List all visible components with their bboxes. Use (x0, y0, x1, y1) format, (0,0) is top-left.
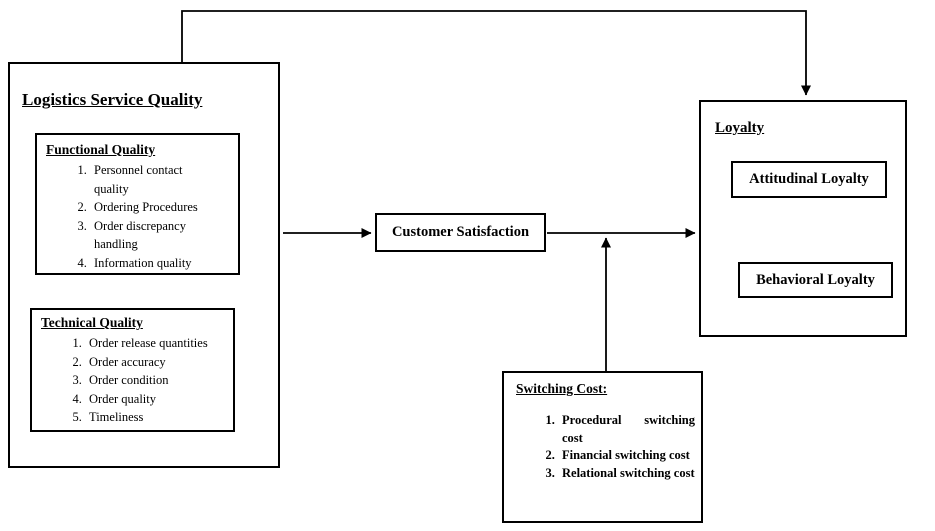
list-item: Order accuracy (85, 353, 229, 372)
functional-quality-title: Functional Quality (46, 142, 156, 157)
attitudinal-loyalty-box: Attitudinal Loyalty (731, 161, 887, 198)
list-item: Order discrepancy handling (90, 217, 212, 254)
list-item: Ordering Procedures (90, 198, 212, 217)
list-item: Procedural switching cost (558, 412, 695, 447)
technical-quality-title: Technical Quality (41, 315, 143, 330)
list-item: Financial switching cost (558, 447, 695, 465)
technical-quality-list: Order release quantitiesOrder accuracyOr… (41, 334, 229, 427)
technical-quality-box: Technical Quality Order release quantiti… (30, 308, 235, 432)
switching-cost-list: Procedural switching costFinancial switc… (516, 412, 695, 482)
list-item: Personnel contact quality (90, 161, 212, 198)
customer-satisfaction-label: Customer Satisfaction (391, 224, 530, 240)
functional-quality-box: Functional Quality Personnel contact qua… (35, 133, 240, 275)
functional-quality-list: Personnel contact qualityOrdering Proced… (46, 161, 234, 272)
customer-satisfaction-box: Customer Satisfaction (375, 213, 546, 252)
loyalty-title: Loyalty (715, 120, 765, 136)
behavioral-loyalty-box: Behavioral Loyalty (738, 262, 893, 298)
list-item: Relational switching cost (558, 465, 695, 483)
list-item: Order release quantities (85, 334, 229, 353)
arrow-lsq-direct-to-loyalty (181, 10, 811, 96)
switching-cost-title: Switching Cost: (516, 381, 608, 396)
switching-cost-box: Switching Cost: Procedural switching cos… (502, 371, 703, 523)
attitudinal-loyalty-label: Attitudinal Loyalty (749, 171, 869, 187)
list-item: Order quality (85, 390, 229, 409)
list-item: Information quality (90, 254, 212, 273)
list-item: Timeliness (85, 408, 229, 427)
behavioral-loyalty-label: Behavioral Loyalty (756, 271, 875, 288)
loyalty-box: Loyalty (699, 100, 907, 337)
logistics-service-quality-title: Logistics Service Quality (22, 90, 203, 109)
list-item: Order condition (85, 371, 229, 390)
